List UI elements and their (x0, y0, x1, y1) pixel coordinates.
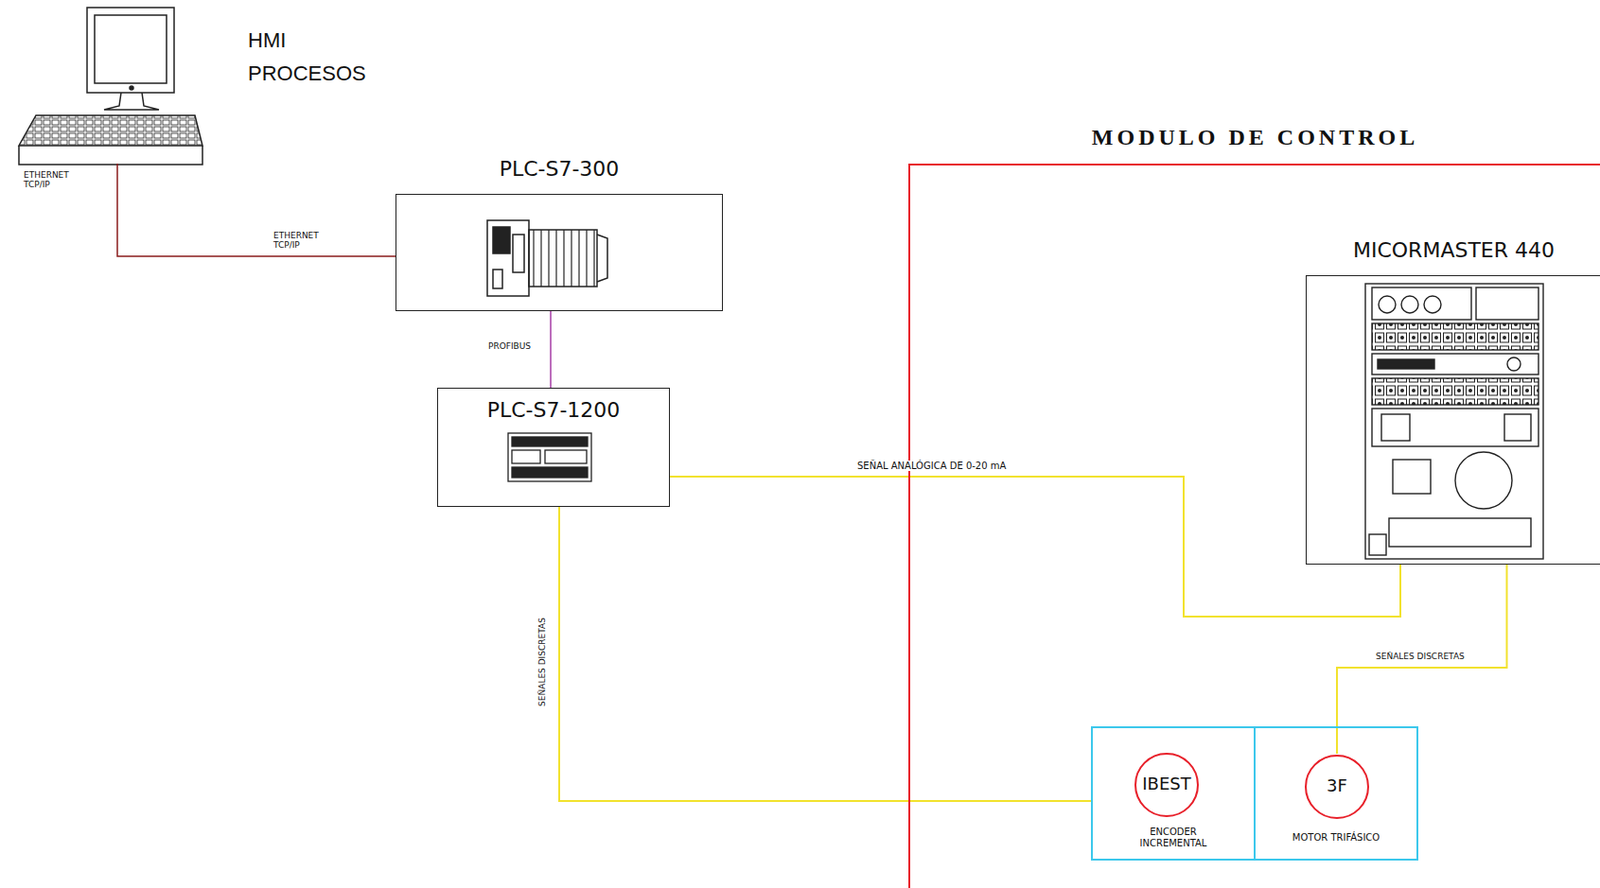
device-code: 3F (1303, 775, 1371, 797)
control-region: MODULO DE CONTROLMICORMASTER 440ENCODER … (908, 163, 1600, 888)
device-circle: IBEST (1133, 752, 1200, 819)
plc-heading: PLC-S7-300 (396, 157, 722, 182)
network-label: ETHERNET TCP/IP (23, 170, 77, 191)
signal-wire (669, 476, 1401, 617)
wire-label: SEÑAL ANALÓGICA DE 0-20 mA (855, 460, 1008, 472)
plc-s7-1200-picture (508, 433, 592, 482)
plc-heading: PLC-S7-1200 (438, 398, 669, 423)
drive-box: MICORMASTER 440 (1305, 275, 1600, 565)
region-title: MODULO DE CONTROL (910, 123, 1600, 152)
signal-wire (1336, 564, 1508, 755)
drive-heading: MICORMASTER 440 (1306, 238, 1600, 264)
plc-box: PLC-S7-300 (395, 193, 723, 312)
signal-wire (117, 163, 396, 257)
device-circle: 3F (1303, 754, 1371, 821)
hmi-computer: HMI PROCESOS (11, 4, 206, 164)
wire-label: PROFIBUS (486, 342, 533, 352)
plc-box: PLC-S7-1200 (437, 387, 670, 508)
device-caption: MOTOR TRIFÁSICO (1255, 832, 1417, 844)
signal-wire (559, 507, 1091, 802)
hmi-title: HMI PROCESOS (247, 23, 367, 90)
computer-icon (18, 7, 203, 165)
device-code: IBEST (1133, 773, 1200, 795)
wire-label: ETHERNET TCP/IP (271, 231, 331, 251)
wire-label: SEÑALES DISCRETAS (538, 615, 548, 709)
device-cell: ENCODER INCREMENTAL IBEST (1090, 726, 1256, 862)
device-cell: MOTOR TRIFÁSICO 3F (1253, 726, 1419, 862)
device-caption: ENCODER INCREMENTAL (1125, 826, 1221, 849)
wire-label: SEÑALES DISCRETAS (1373, 652, 1467, 663)
signal-wire (549, 311, 552, 388)
plc-s7-300-picture (487, 220, 608, 297)
micromaster-picture (1365, 283, 1544, 560)
